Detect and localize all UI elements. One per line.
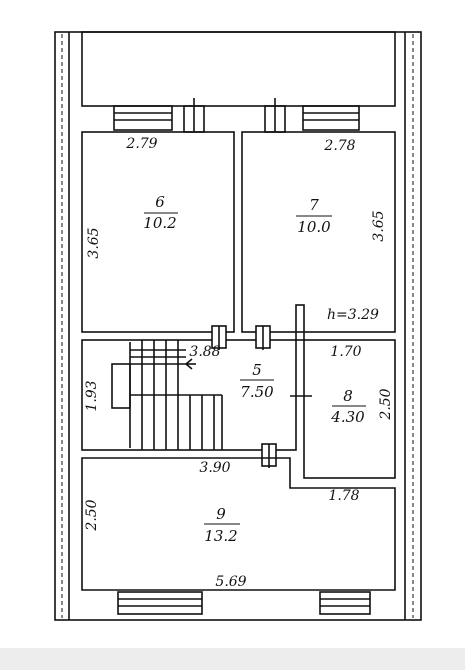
dim-ceiling-height: h=3.29 [327,307,379,323]
footer-strip [0,648,465,670]
staircase [111,340,223,450]
floor-plan: 6 10.2 7 10.0 5 7.50 8 4.30 9 13.2 2.79 … [54,31,422,621]
window-top-left [113,105,173,131]
room-7-number: 7 [309,196,319,214]
room-9-outline [81,457,396,591]
dim-r5-width: 3.88 [189,344,220,360]
dim-r6-width: 2.79 [125,136,157,152]
room-7-outline [241,131,396,333]
room-7-area: 10.0 [297,218,331,236]
dim-r7-width: 2.78 [323,138,355,154]
room-9-area: 13.2 [204,527,237,545]
outer-wall [54,31,422,621]
dim-r9-right-width: 1.78 [328,488,359,504]
room-6-number: 6 [155,193,165,211]
dim-r9-bottom-width: 5.69 [215,574,246,590]
room-5-number: 5 [252,361,262,379]
top-terrace [81,31,396,107]
dim-r8-height: 2.50 [378,388,394,420]
room-6-outline [81,131,235,333]
room-5-area: 7.50 [240,383,274,401]
room-9-number: 9 [216,505,226,523]
dim-r8-width: 1.70 [330,344,361,360]
window-bottom-right [319,591,371,615]
dim-r9-top-width: 3.90 [199,460,230,476]
room-8-area: 4.30 [330,408,365,426]
window-bottom-left [117,591,203,615]
dim-r5-height: 1.93 [84,380,100,411]
room-5-outline [81,339,297,451]
dim-r7-height: 3.65 [371,210,387,241]
shaft [295,304,305,341]
window-top-right [302,105,360,131]
room-8-outline [303,339,396,479]
room-6-area: 10.2 [143,214,176,232]
room-8-number: 8 [343,387,353,405]
dim-r6-height: 3.65 [86,227,102,258]
dim-r9-height: 2.50 [84,499,100,531]
